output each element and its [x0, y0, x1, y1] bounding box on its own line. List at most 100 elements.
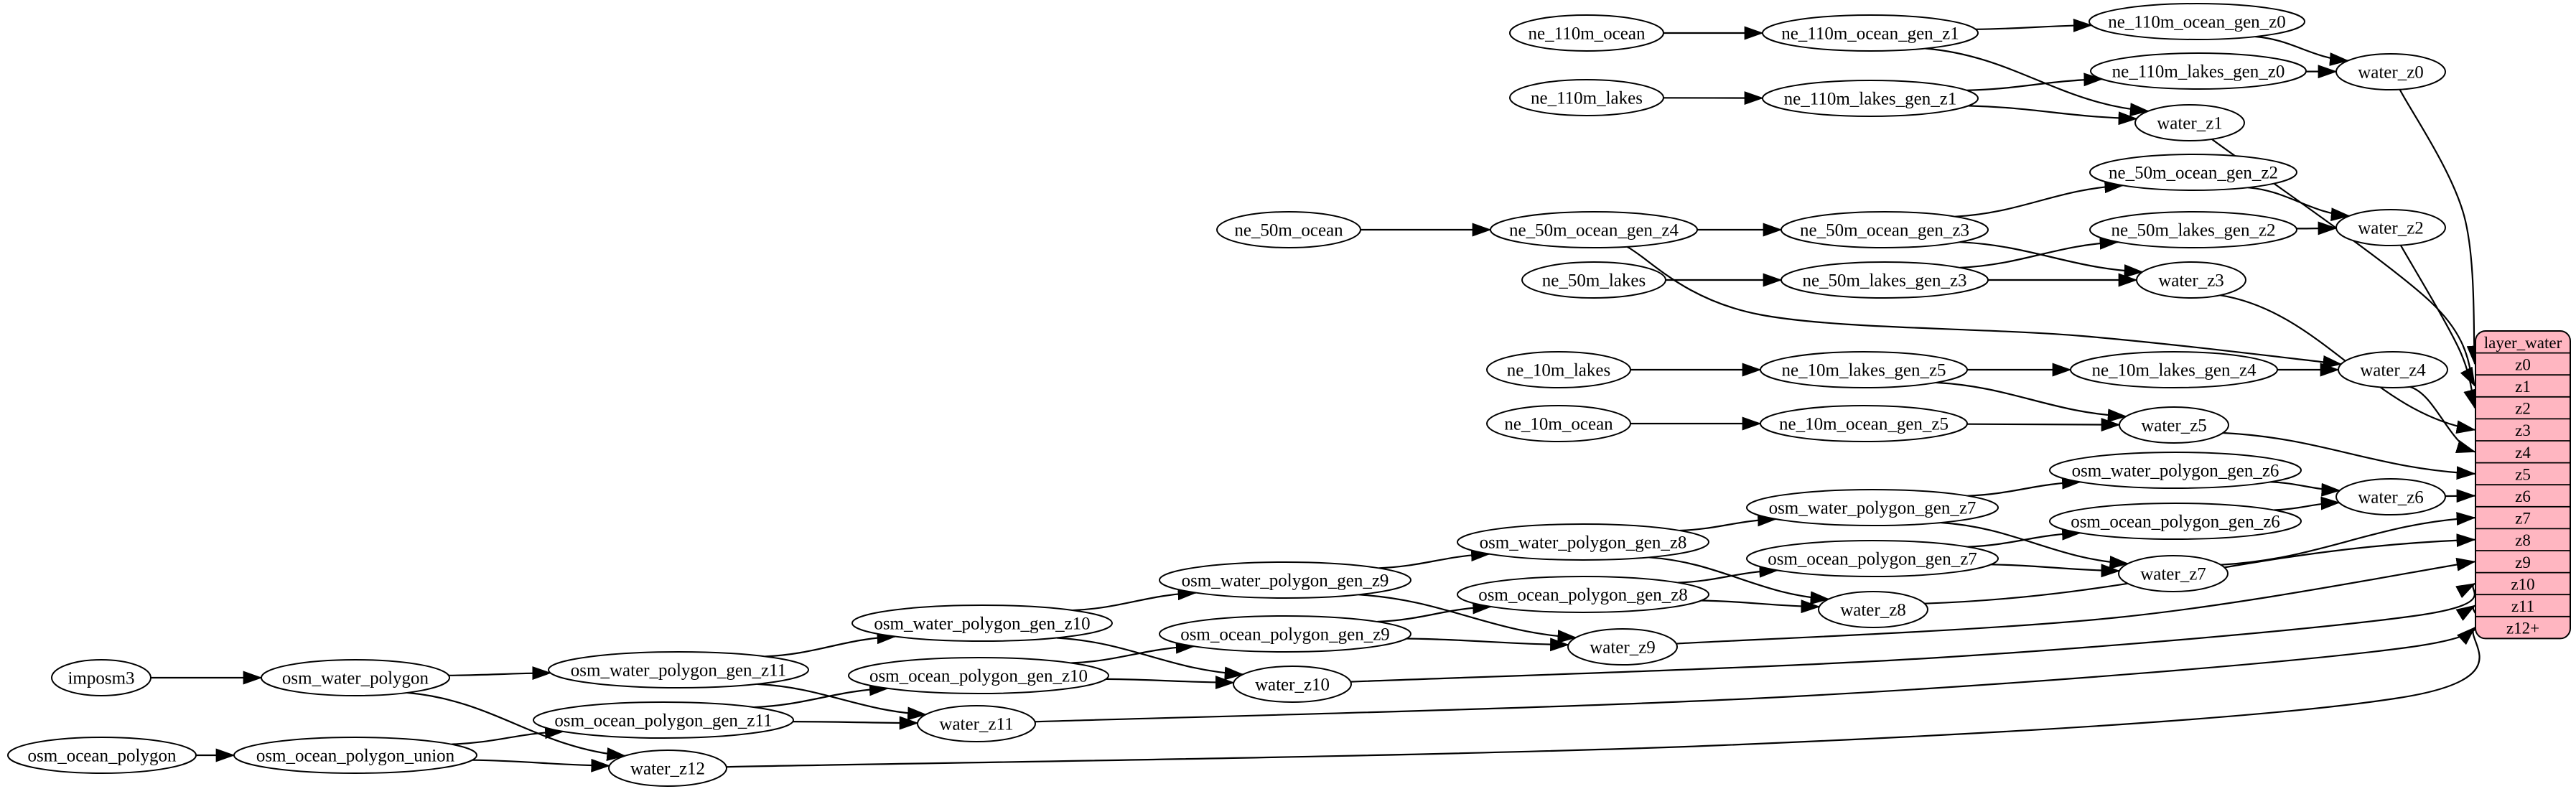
node-label: water_z10 — [1255, 676, 1330, 695]
node-osm_water_polygon_gen_z11: osm_water_polygon_gen_z11 — [548, 651, 809, 688]
node-ellipse — [851, 604, 1113, 642]
edge-osm_ocean_polygon_gen_z9-to-water_z9 — [1406, 638, 1570, 652]
node-label: osm_water_polygon — [282, 669, 429, 688]
node-water_z4: water_z4 — [2338, 351, 2448, 388]
node-water_z11: water_z11 — [917, 705, 1036, 742]
node-ellipse — [1746, 540, 1999, 577]
node-ellipse — [1781, 261, 1989, 299]
node-ellipse — [533, 701, 794, 739]
node-label: ne_10m_lakes_gen_z5 — [1781, 361, 1946, 381]
node-label: ne_110m_ocean_gen_z1 — [1781, 24, 1959, 44]
node-ellipse — [2335, 478, 2446, 515]
node-label: osm_water_polygon_gen_z6 — [2072, 462, 2279, 481]
edge-osm_ocean_polygon_gen_z8-to-osm_ocean_polygon_gen_z7 — [1678, 564, 1779, 584]
node-ne_110m_ocean_gen_z1: ne_110m_ocean_gen_z1 — [1762, 14, 1979, 52]
node-osm_ocean_polygon_gen_z7: osm_ocean_polygon_gen_z7 — [1746, 540, 1999, 577]
node-ne_10m_ocean: ne_10m_ocean — [1486, 405, 1631, 442]
edge-osm_water_polygon_gen_z11-to-water_z11 — [757, 683, 928, 721]
node-water_z3: water_z3 — [2136, 261, 2246, 299]
node-osm_water_polygon_gen_z7: osm_water_polygon_gen_z7 — [1746, 489, 1999, 526]
node-ellipse — [608, 750, 727, 787]
node-ellipse — [2049, 503, 2302, 540]
edge-osm_water_polygon_gen_z7-to-water_z7 — [1941, 521, 2129, 569]
edge-osm_ocean_polygon_gen_z7-to-osm_ocean_polygon_gen_z6 — [1967, 526, 2082, 548]
nodes-layer: imposm3 osm_water_polygon osm_ocean_polygo… — [7, 3, 2448, 787]
table-row-z4: z4 — [2515, 444, 2531, 462]
node-water_z9: water_z9 — [1567, 628, 1678, 666]
edge-water_z4-to-layer_water-z4 — [2409, 386, 2476, 453]
edge-osm_water_polygon-to-osm_water_polygon_gen_z11 — [448, 666, 552, 681]
node-label: water_z3 — [2158, 271, 2224, 291]
node-label: osm_water_polygon_gen_z9 — [1182, 571, 1389, 591]
edge-ne_110m_ocean_gen_z0-to-water_z0 — [2255, 35, 2349, 66]
node-water_z8: water_z8 — [1818, 591, 1928, 628]
node-ne_50m_lakes_gen_z2: ne_50m_lakes_gen_z2 — [2089, 211, 2297, 248]
node-water_z5: water_z5 — [2119, 406, 2229, 444]
node-water_z1: water_z1 — [2134, 104, 2245, 141]
node-label: water_z6 — [2358, 488, 2424, 508]
node-ellipse — [2049, 452, 2302, 489]
node-label: osm_ocean_polygon — [28, 747, 177, 766]
node-ellipse — [2089, 211, 2297, 248]
node-ellipse — [1216, 211, 1361, 248]
edge-osm_ocean_polygon_gen_z11-to-osm_ocean_polygon_gen_z10 — [754, 682, 890, 709]
node-osm_water_polygon_gen_z6: osm_water_polygon_gen_z6 — [2049, 452, 2302, 489]
node-water_z12: water_z12 — [608, 750, 727, 787]
node-ne_110m_lakes_gen_z0: ne_110m_lakes_gen_z0 — [2090, 52, 2307, 90]
node-ellipse — [2089, 154, 2297, 191]
node-label: ne_50m_ocean — [1234, 221, 1343, 241]
node-water_z2: water_z2 — [2335, 209, 2446, 246]
node-ellipse — [1762, 80, 1979, 117]
node-ellipse — [2335, 209, 2446, 246]
node-ne_110m_ocean: ne_110m_ocean — [1509, 14, 1664, 52]
node-label: ne_50m_lakes — [1542, 271, 1646, 291]
node-ne_10m_lakes_gen_z5: ne_10m_lakes_gen_z5 — [1760, 351, 1968, 388]
node-ellipse — [1746, 489, 1999, 526]
node-label: imposm3 — [67, 669, 134, 688]
edge-osm_ocean_polygon_gen_z10-to-osm_ocean_polygon_gen_z9 — [1071, 640, 1195, 664]
node-label: water_z12 — [630, 760, 705, 779]
node-ellipse — [1567, 628, 1678, 666]
edge-water_z7-to-layer_water-z7 — [2221, 512, 2476, 566]
node-osm_water_polygon_gen_z8: osm_water_polygon_gen_z8 — [1457, 523, 1709, 561]
node-label: osm_water_polygon_gen_z8 — [1480, 533, 1687, 553]
node-ne_110m_lakes_gen_z1: ne_110m_lakes_gen_z1 — [1762, 80, 1979, 117]
node-label: ne_50m_ocean_gen_z3 — [1800, 221, 1969, 241]
node-ellipse — [1159, 615, 1411, 653]
node-label: ne_50m_ocean_gen_z2 — [2109, 164, 2278, 183]
edge-osm_ocean_polygon_gen_z9-to-osm_ocean_polygon_gen_z8 — [1377, 600, 1493, 623]
node-water_z7: water_z7 — [2118, 555, 2229, 592]
table-row-z5: z5 — [2515, 465, 2531, 483]
edge-osm_ocean_polygon_gen_z11-to-water_z11 — [793, 716, 919, 730]
edge-water_z2-to-layer_water-z2 — [2399, 245, 2477, 409]
node-ellipse — [1509, 79, 1664, 116]
node-ellipse — [1159, 561, 1411, 599]
edges-layer — [151, 18, 2481, 772]
node-ne_10m_lakes: ne_10m_lakes — [1486, 351, 1631, 388]
node-ellipse — [1457, 523, 1709, 561]
table-row-z0: z0 — [2515, 355, 2531, 373]
node-ne_110m_lakes: ne_110m_lakes — [1509, 79, 1664, 116]
edge-water_z0-to-layer_water-z0 — [2399, 89, 2481, 365]
node-ellipse — [2118, 555, 2229, 592]
edge-osm_water_polygon_gen_z8-to-osm_water_polygon_gen_z7 — [1679, 513, 1778, 532]
node-ellipse — [1457, 576, 1709, 613]
node-ne_50m_lakes_gen_z3: ne_50m_lakes_gen_z3 — [1781, 261, 1989, 299]
node-ellipse — [548, 651, 809, 688]
node-label: ne_50m_lakes_gen_z3 — [1802, 271, 1966, 291]
node-label: ne_10m_lakes_gen_z4 — [2091, 361, 2257, 381]
edge-osm_ocean_polygon_union-to-osm_ocean_polygon_gen_z11 — [451, 725, 565, 745]
edge-water_z6-to-layer_water-z6 — [2445, 489, 2476, 503]
edge-osm_ocean_polygon_gen_z7-to-water_z7 — [1991, 564, 2121, 578]
node-label: osm_ocean_polygon_gen_z10 — [869, 667, 1088, 686]
node-osm_ocean_polygon_gen_z9: osm_ocean_polygon_gen_z9 — [1159, 615, 1411, 653]
node-ellipse — [2134, 104, 2245, 141]
node-label: osm_ocean_polygon_gen_z8 — [1478, 586, 1688, 605]
node-label: osm_ocean_polygon_gen_z6 — [2071, 513, 2280, 532]
node-ne_50m_ocean: ne_50m_ocean — [1216, 211, 1361, 248]
node-label: water_z7 — [2140, 565, 2206, 584]
node-label: osm_ocean_polygon_gen_z11 — [554, 711, 772, 731]
edge-water_z12-to-layer_water-z12+ — [726, 626, 2481, 768]
node-water_z0: water_z0 — [2335, 53, 2446, 90]
